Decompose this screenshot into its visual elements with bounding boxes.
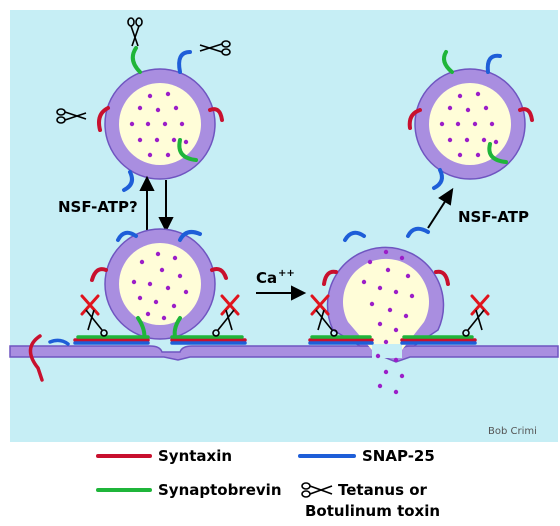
legend-label-snap25: SNAP-25: [362, 447, 435, 465]
neurotransmitter-dots: [131, 251, 189, 321]
vesicle-recycled: [407, 50, 534, 190]
vesicle-docked: [90, 228, 228, 342]
neurotransmitter-dots: [129, 91, 189, 158]
toxin-scissors-icon: [212, 309, 235, 337]
calcium-arrow: [256, 285, 307, 301]
legend-label-syntaxin: Syntaxin: [158, 447, 232, 465]
legend-label-synaptobrevin: Synaptobrevin: [158, 481, 282, 499]
toxin-scissors-icon: [127, 17, 143, 47]
nsf-atp-question-label: NSF-ATP?: [58, 198, 138, 216]
vesicle-top-left: [56, 17, 231, 192]
toxin-scissors-icon: [462, 309, 485, 337]
legend-label-toxin-line1: Tetanus or: [338, 481, 428, 499]
blocked-toxin-x-icon: [80, 294, 100, 316]
blocked-toxin-x-icon: [220, 294, 240, 316]
legend-scissors-icon: [301, 482, 333, 498]
neurotransmitter-dots: [439, 91, 499, 158]
toxin-scissors-icon: [56, 108, 87, 124]
calcium-label: Ca: [256, 269, 277, 287]
nsf-atp-label: NSF-ATP: [458, 208, 529, 226]
credit-label: Bob Crimi: [488, 426, 537, 437]
calcium-superscript: ++: [278, 268, 295, 279]
legend: Syntaxin SNAP-25 Synaptobrevin Tetanus o…: [96, 447, 440, 520]
nsf-atp-arrow: [427, 187, 454, 229]
bidirectional-arrows: [139, 175, 174, 233]
snare-complex-left: [28, 334, 247, 382]
legend-label-toxin-line2: Botulinum toxin: [305, 502, 440, 520]
snare-complex-right: [308, 335, 477, 345]
blocked-toxin-x-icon: [470, 294, 490, 316]
toxin-scissors-icon: [85, 309, 108, 337]
toxin-scissors-icon: [199, 40, 231, 56]
vesicle-fusing: [322, 226, 450, 395]
blocked-toxin-x-icon: [310, 294, 330, 316]
toxin-scissors-icon: [315, 309, 338, 337]
neurotransmitter-dots: [361, 249, 415, 395]
